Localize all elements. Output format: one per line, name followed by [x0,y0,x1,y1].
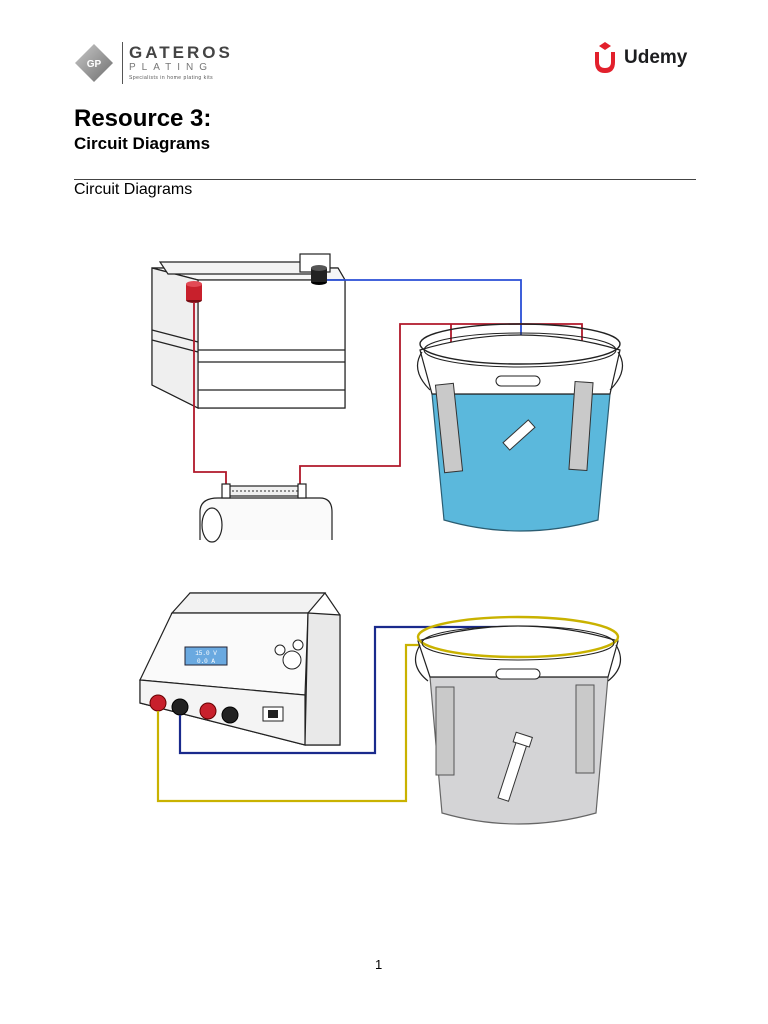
page-number: 1 [375,957,383,972]
gateros-plating-logo: GP GATEROS PLATING Specialists in home p… [72,40,232,86]
positive-wire-battery [193,302,227,485]
section-heading: Circuit Diagrams [74,181,193,198]
gp-diamond-icon: GP [75,44,113,82]
battery-positive-terminal [186,281,202,303]
pipe-with-brush [199,483,333,543]
psu-knobs[interactable] [274,639,304,670]
bucket-grey-solution [414,615,622,825]
car-battery-illustration [151,253,347,409]
udemy-u-icon [595,42,615,73]
gp-initials: GP [87,59,102,70]
psu-power-switch[interactable] [262,706,284,722]
psu-terminals[interactable] [149,694,239,724]
document-subtitle: Circuit Diagrams [74,134,211,153]
logo-divider [122,42,123,84]
display-line2: 0.0 A [197,658,215,665]
battery-circuit-diagram [151,253,624,543]
bench-power-supply-illustration [139,592,341,746]
psu-positive-wire [156,643,430,803]
brand-name: GATEROS [129,43,233,62]
horizontal-rule [74,179,696,180]
document-title: Resource 3: [74,105,212,132]
brand-tagline: Specialists in home plating kits [129,75,214,81]
display-line1: 15.0 V [195,650,217,657]
brand-sub: PLATING [129,62,214,73]
psu-display: 15.0 V 0.0 A [184,646,228,666]
positive-wire-anodes [299,323,583,485]
battery-negative-terminal [311,265,327,285]
partner-name: Udemy [624,47,688,68]
bucket-blue-solution [416,323,624,532]
udemy-logo: Udemy [590,42,700,76]
power-supply-circuit-diagram: 15.0 V 0.0 A [139,592,622,825]
